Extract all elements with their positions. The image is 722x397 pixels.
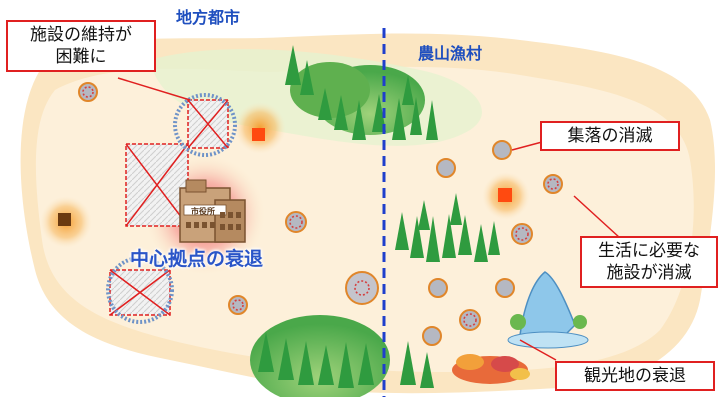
urban-region-label: 地方都市 bbox=[176, 10, 241, 27]
facility-rings bbox=[106, 93, 237, 324]
callout-village-loss: 集落の消滅 bbox=[540, 121, 680, 151]
callout-daily-facilities: 生活に必要な 施設が消滅 bbox=[580, 236, 718, 288]
rural-region-label: 農山漁村 bbox=[418, 46, 483, 63]
facility-square-brown bbox=[58, 213, 71, 226]
callout-facility-maintenance: 施設の維持が 困難に bbox=[6, 20, 156, 72]
callout-line-1: 施設の維持が bbox=[30, 25, 132, 44]
vanished-settlement-icon bbox=[78, 82, 563, 346]
callout-leaders bbox=[117, 77, 621, 361]
rural-forest bbox=[395, 193, 500, 262]
waterfall-icon bbox=[507, 271, 589, 349]
callout-tourism-decline: 観光地の衰退 bbox=[555, 361, 715, 391]
callout-line-2: 施設が消滅 bbox=[606, 263, 692, 282]
south-forest bbox=[250, 315, 434, 397]
autumn-foliage-icon bbox=[452, 354, 530, 384]
city-hall-sign: 市役所 bbox=[191, 207, 215, 216]
city-hall-icon bbox=[179, 179, 246, 243]
center-decline-label: 中心拠点の衰退 bbox=[130, 249, 264, 270]
north-forest bbox=[285, 45, 438, 140]
facility-square-red bbox=[252, 128, 265, 141]
facility-square-rural bbox=[498, 188, 512, 202]
callout-line-1: 生活に必要な bbox=[598, 241, 700, 260]
callout-line-2: 困難に bbox=[55, 47, 107, 66]
vanished-settlement-dots bbox=[82, 86, 559, 327]
